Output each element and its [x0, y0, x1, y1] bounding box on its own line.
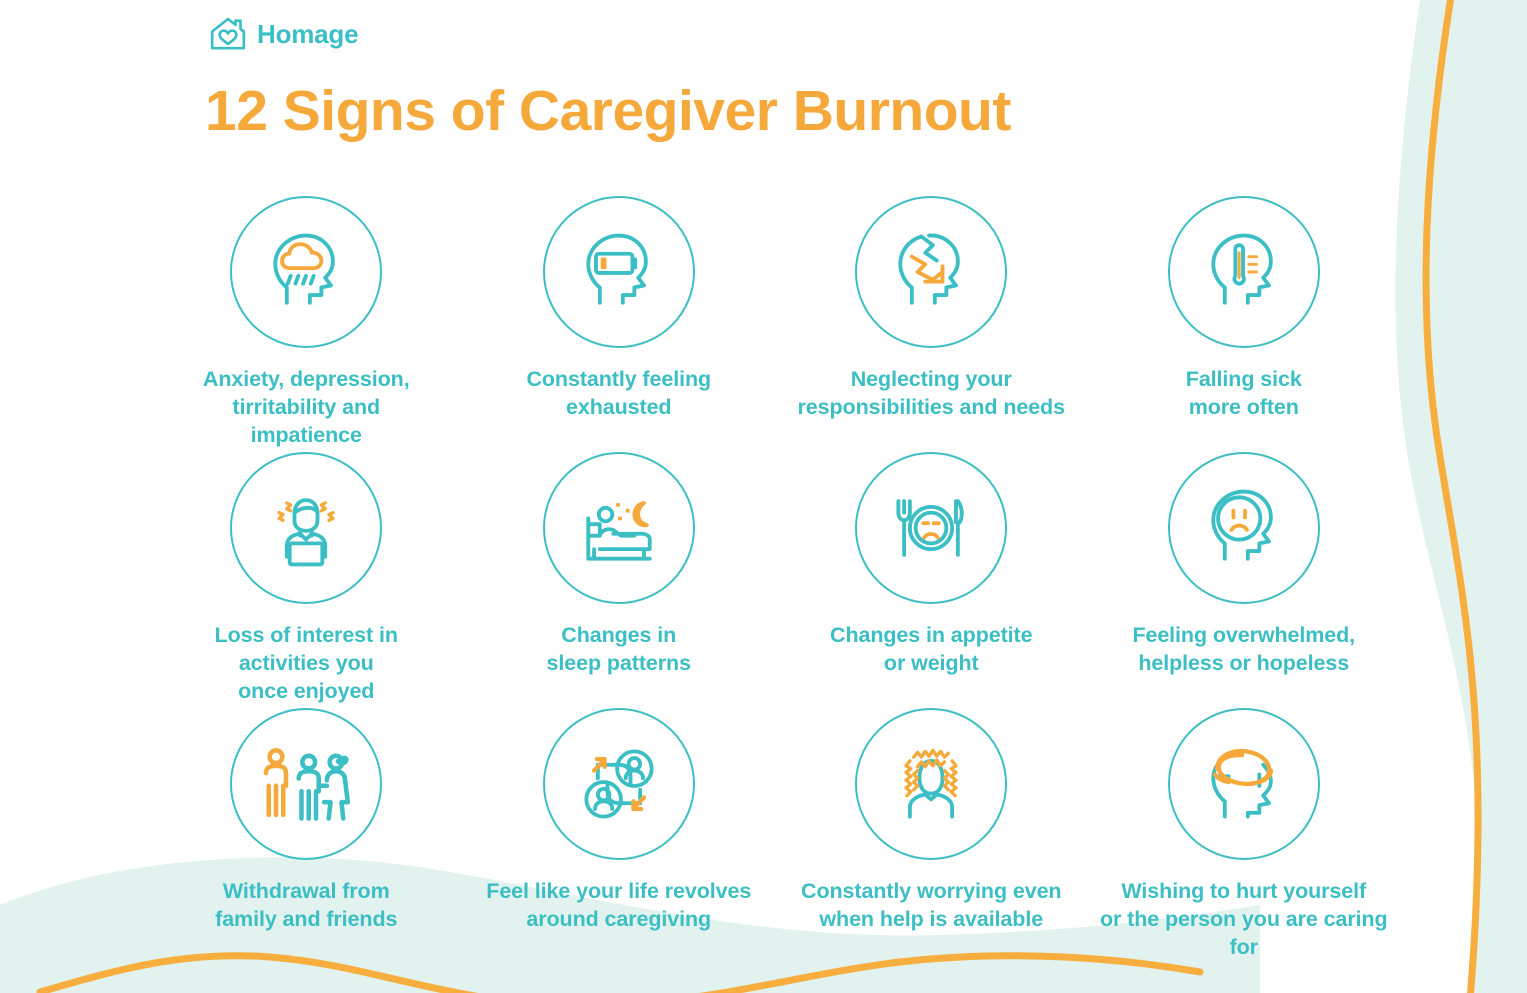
sign-label-6: Changes in sleep patterns	[546, 623, 691, 675]
sign-label-11: Constantly worrying even when help is av…	[801, 879, 1062, 931]
house-heart-icon	[210, 17, 246, 50]
icon-frame-9	[230, 708, 383, 860]
icon-frame-11	[855, 708, 1008, 860]
icon-frame-1	[230, 196, 383, 348]
stressed-person-laptop-icon	[277, 498, 335, 567]
head-rain-cloud-icon	[273, 233, 336, 305]
page-title: 12 Signs of Caregiver Burnout	[205, 79, 1011, 143]
person-apart-from-couple-icon	[263, 748, 351, 821]
brand-name: Homage	[257, 18, 359, 49]
sign-card-5[interactable]: Loss of interest in activities you once …	[150, 452, 463, 708]
icon-frame-12	[1167, 708, 1320, 860]
signs-grid: Anxiety, depression, tirritability and i…	[150, 196, 1400, 964]
sign-card-11[interactable]: Constantly worrying even when help is av…	[775, 708, 1088, 964]
icon-frame-8	[1167, 452, 1320, 604]
sign-label-4: Falling sick more often	[1185, 367, 1302, 419]
icon-frame-7	[855, 452, 1008, 604]
two-people-cycle-arrows-icon	[584, 749, 654, 819]
orange-curve-right	[1422, 0, 1482, 993]
head-thermometer-icon	[1211, 233, 1273, 305]
head-low-battery-icon	[586, 233, 648, 305]
person-in-bed-moon-icon	[586, 501, 652, 561]
sign-label-10: Feel like your life revolves around care…	[486, 879, 752, 931]
icon-frame-4	[1167, 196, 1320, 348]
head-sad-face-icon	[1211, 489, 1273, 561]
sign-card-3[interactable]: Neglecting your responsibilities and nee…	[775, 196, 1088, 452]
brand-logo[interactable]: Homage	[208, 14, 359, 54]
sign-card-8[interactable]: Feeling overwhelmed, helpless or hopeles…	[1088, 452, 1401, 708]
head-swirl-orbit-icon	[1211, 748, 1273, 819]
sign-card-1[interactable]: Anxiety, depression, tirritability and i…	[150, 196, 463, 452]
sign-card-7[interactable]: Changes in appetite or weight	[775, 452, 1088, 708]
plate-sad-face-cutlery-icon	[896, 499, 964, 557]
sign-label-7: Changes in appetite or weight	[830, 623, 1033, 675]
icon-frame-2	[542, 196, 695, 348]
sign-card-9[interactable]: Withdrawal from family and friends	[150, 708, 463, 964]
sign-label-12: Wishing to hurt yourself or the person y…	[1099, 879, 1388, 959]
sign-label-2: Constantly feeling exhausted	[526, 367, 712, 419]
cracked-head-down-arrow-icon	[898, 233, 961, 305]
sign-label-8: Feeling overwhelmed, helpless or hopeles…	[1132, 623, 1356, 675]
sign-card-6[interactable]: Changes in sleep patterns	[463, 452, 776, 708]
sign-card-10[interactable]: Feel like your life revolves around care…	[463, 708, 776, 964]
icon-frame-10	[542, 708, 695, 860]
icon-frame-3	[855, 196, 1008, 348]
sign-label-5: Loss of interest in activities you once …	[214, 623, 398, 703]
mint-wave-right	[1395, 0, 1527, 993]
sign-card-4[interactable]: Falling sick more often	[1088, 196, 1401, 452]
sign-label-1: Anxiety, depression, tirritability and i…	[202, 367, 410, 447]
sign-label-3: Neglecting your responsibilities and nee…	[797, 367, 1066, 419]
icon-frame-5	[230, 452, 383, 604]
person-anxiety-waves-icon	[904, 748, 958, 819]
sign-card-2[interactable]: Constantly feeling exhausted	[463, 196, 776, 452]
sign-card-12[interactable]: Wishing to hurt yourself or the person y…	[1088, 708, 1401, 964]
sign-label-9: Withdrawal from family and friends	[215, 879, 398, 931]
icon-frame-6	[542, 452, 695, 604]
